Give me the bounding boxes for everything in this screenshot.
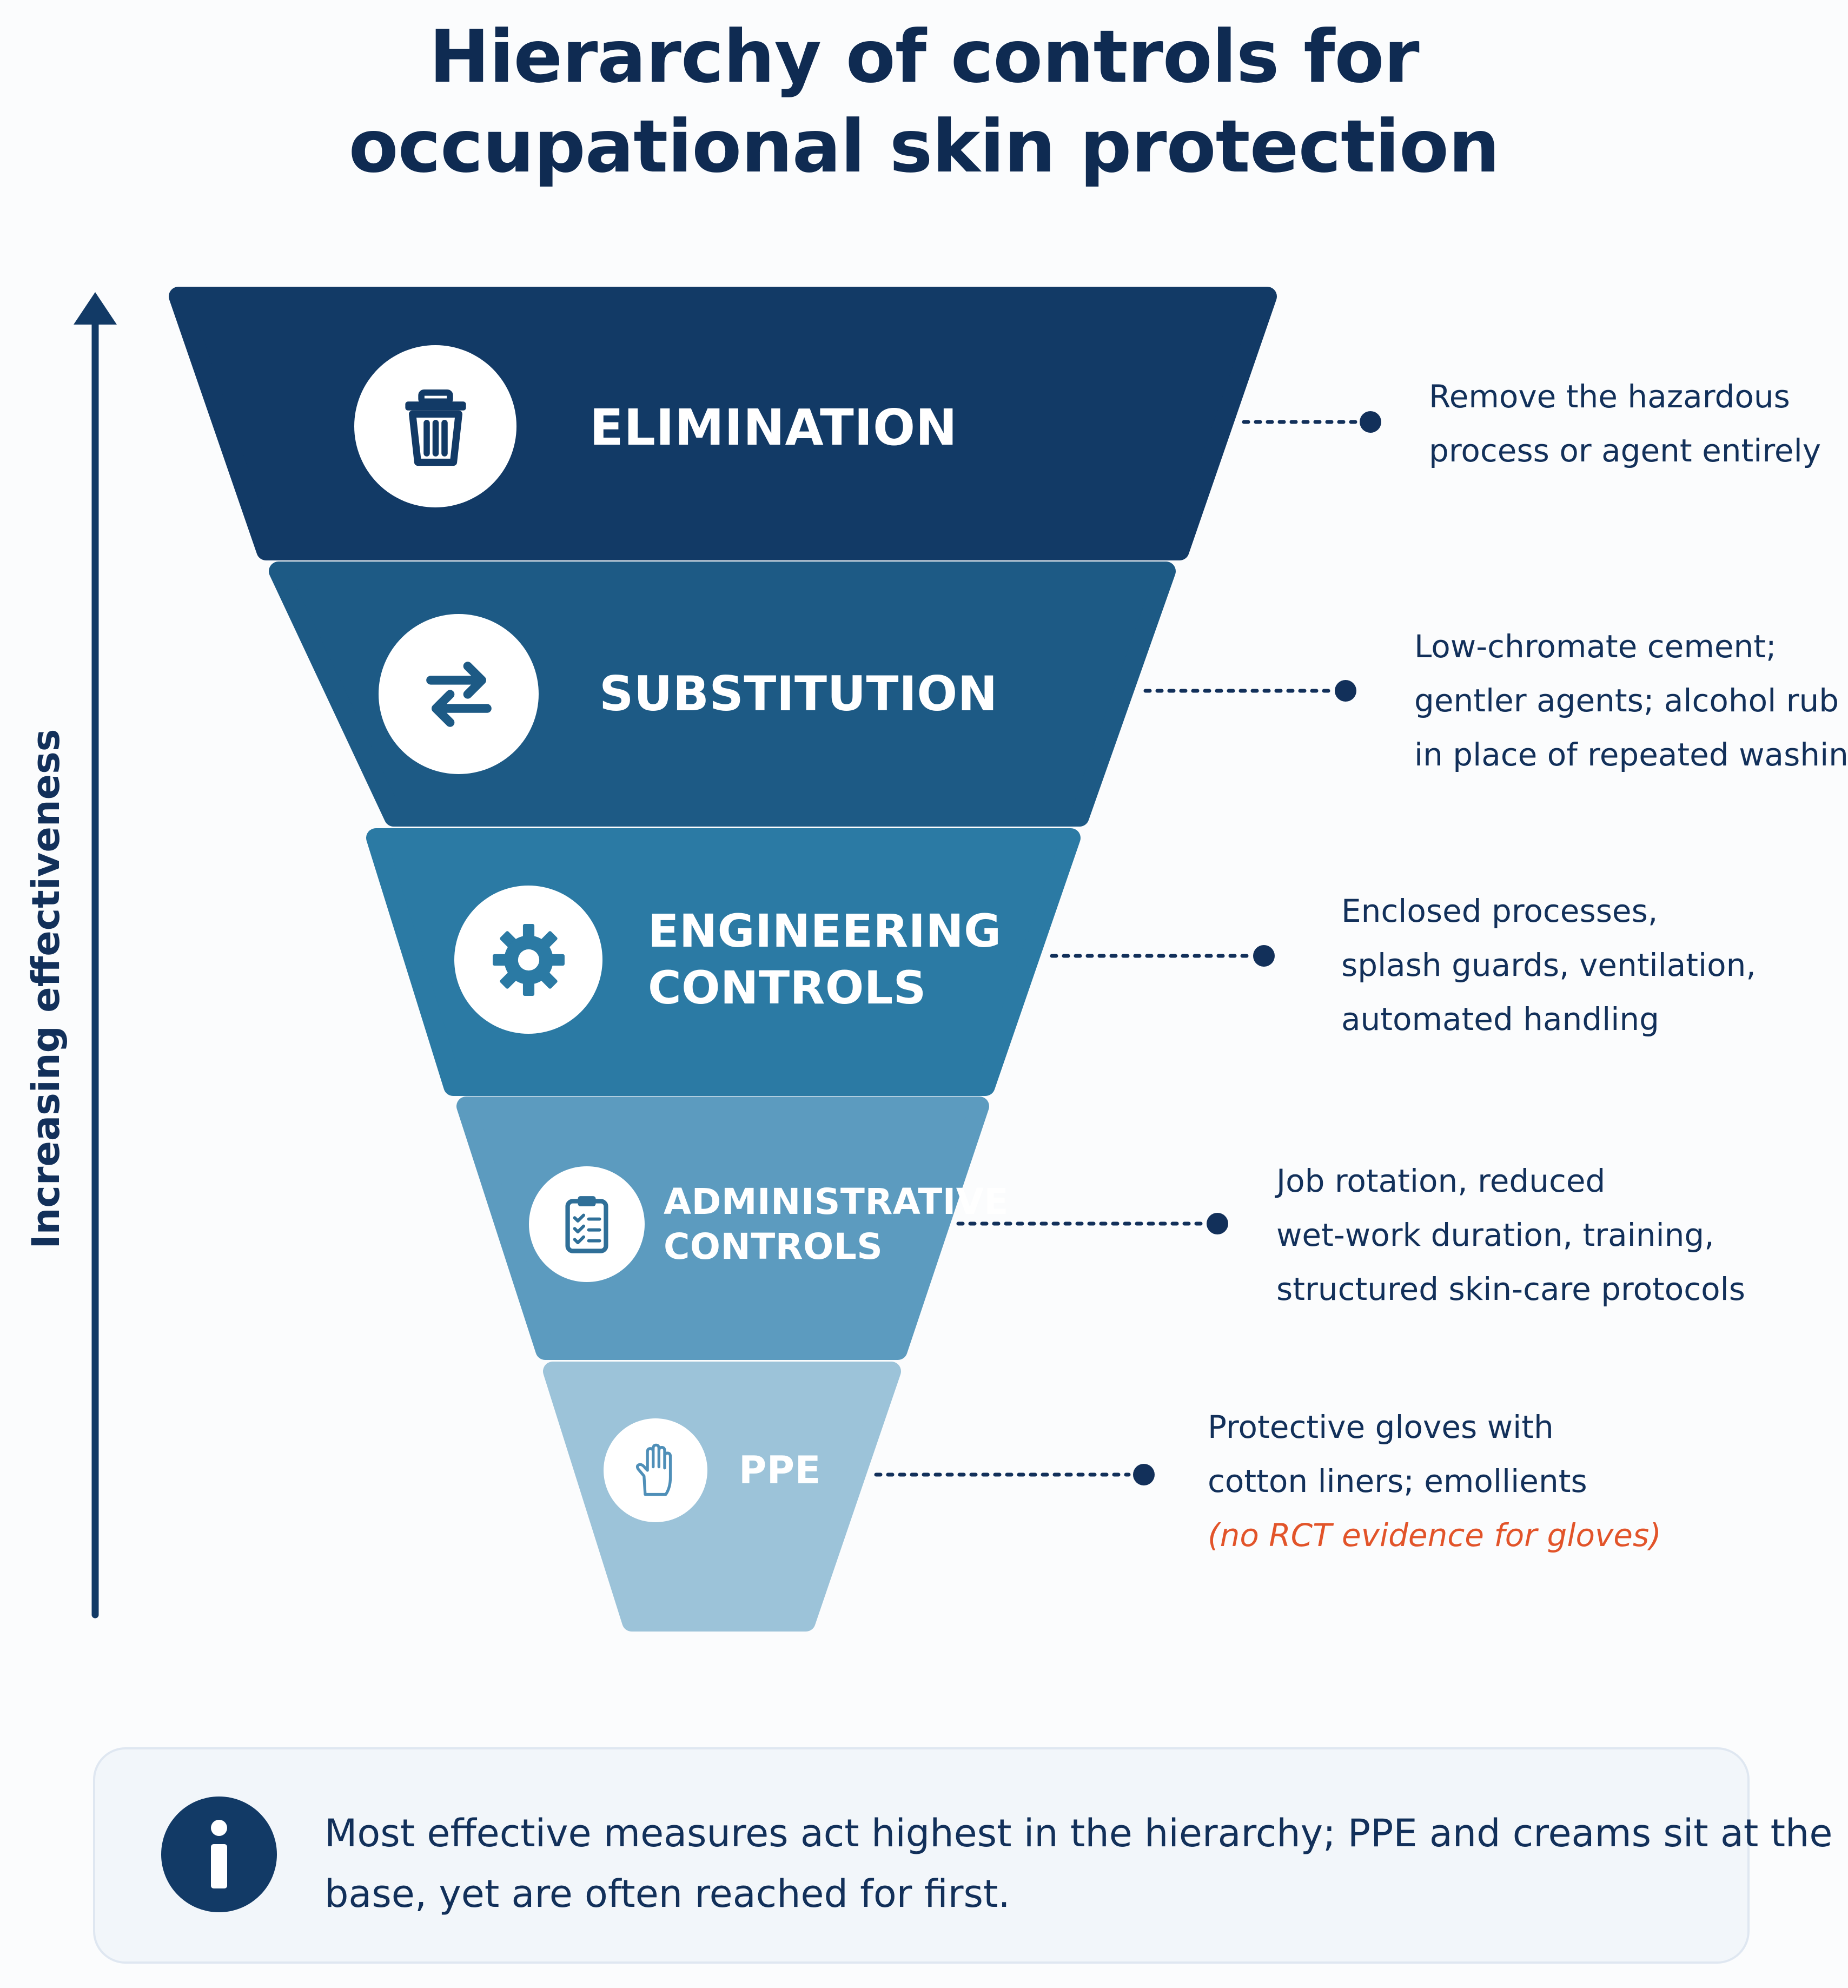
connector-dot-substitution <box>1335 680 1356 702</box>
description-line: Job rotation, reduced <box>1276 1163 1606 1199</box>
band-label-ppe: PPE <box>739 1447 821 1494</box>
band-label-line: ADMINISTRATIVE <box>664 1181 1009 1223</box>
effectiveness-arrow-head <box>74 292 117 325</box>
band-label-elimination: ELIMINATION <box>589 397 957 459</box>
description-line: wet-work duration, training, <box>1276 1217 1714 1253</box>
connector-dot-administrative-controls <box>1207 1213 1228 1234</box>
info-box <box>93 1747 1750 1964</box>
connector-dot-ppe <box>1133 1464 1155 1485</box>
description-ppe: Protective gloves with cotton liners; emo… <box>1208 1400 1661 1562</box>
info-text: Most effective measures act highest in t… <box>324 1803 1832 1924</box>
description-administrative-controls: Job rotation, reduced wet-work duration, … <box>1276 1154 1745 1316</box>
info-text-line-2: base, yet are often reached for first. <box>324 1872 1010 1916</box>
band-label-line: CONTROLS <box>648 961 926 1014</box>
description-line: Protective gloves with <box>1208 1409 1554 1445</box>
description-line: splash guards, ventilation, <box>1341 947 1756 983</box>
description-line: Remove the hazardous <box>1429 378 1790 415</box>
title-line-2: occupational skin protection <box>348 104 1500 189</box>
band-label-substitution: SUBSTITUTION <box>599 664 998 724</box>
description-line: structured skin-care protocols <box>1276 1271 1745 1307</box>
description-line: cotton liners; emollients <box>1208 1463 1587 1500</box>
band-ppe <box>543 1362 901 1632</box>
connectors <box>874 411 1381 1485</box>
title-line-1: Hierarchy of controls for <box>429 15 1419 99</box>
description-line: automated handling <box>1341 1001 1659 1038</box>
description-line: in place of repeated washing <box>1414 736 1848 773</box>
connector-dot-engineering-controls <box>1253 945 1275 967</box>
effectiveness-arrow <box>74 292 117 1619</box>
info-text-line-1: Most effective measures act highest in t… <box>324 1811 1833 1855</box>
band-label-line: ELIMINATION <box>589 398 958 457</box>
band-label-line: PPE <box>739 1448 821 1492</box>
description-engineering-controls: Enclosed processes, splash guards, ventil… <box>1341 884 1756 1046</box>
connector-dot-elimination <box>1360 411 1381 433</box>
clipboard-checklist-icon <box>529 1166 645 1282</box>
gear-icon <box>454 886 602 1034</box>
page-title: Hierarchy of controls for occupational s… <box>0 12 1848 191</box>
band-label-line: ENGINEERING <box>648 904 1002 957</box>
description-line: Enclosed processes, <box>1341 893 1658 929</box>
hand-glove-icon <box>604 1418 707 1522</box>
trash-can-icon <box>354 345 516 507</box>
info-icon <box>161 1797 277 1912</box>
description-substitution: Low-chromate cement; gentler agents; alco… <box>1414 619 1848 782</box>
description-line: Low-chromate cement; <box>1414 628 1777 665</box>
description-line: process or agent entirely <box>1429 432 1821 469</box>
swap-arrows-icon <box>379 614 539 774</box>
evidence-note: (no RCT evidence for gloves) <box>1208 1517 1661 1554</box>
description-line: gentler agents; alcohol rub <box>1414 682 1839 719</box>
band-label-line: CONTROLS <box>664 1226 883 1267</box>
band-label-line: SUBSTITUTION <box>599 666 998 722</box>
description-elimination: Remove the hazardous process or agent ent… <box>1429 369 1821 478</box>
